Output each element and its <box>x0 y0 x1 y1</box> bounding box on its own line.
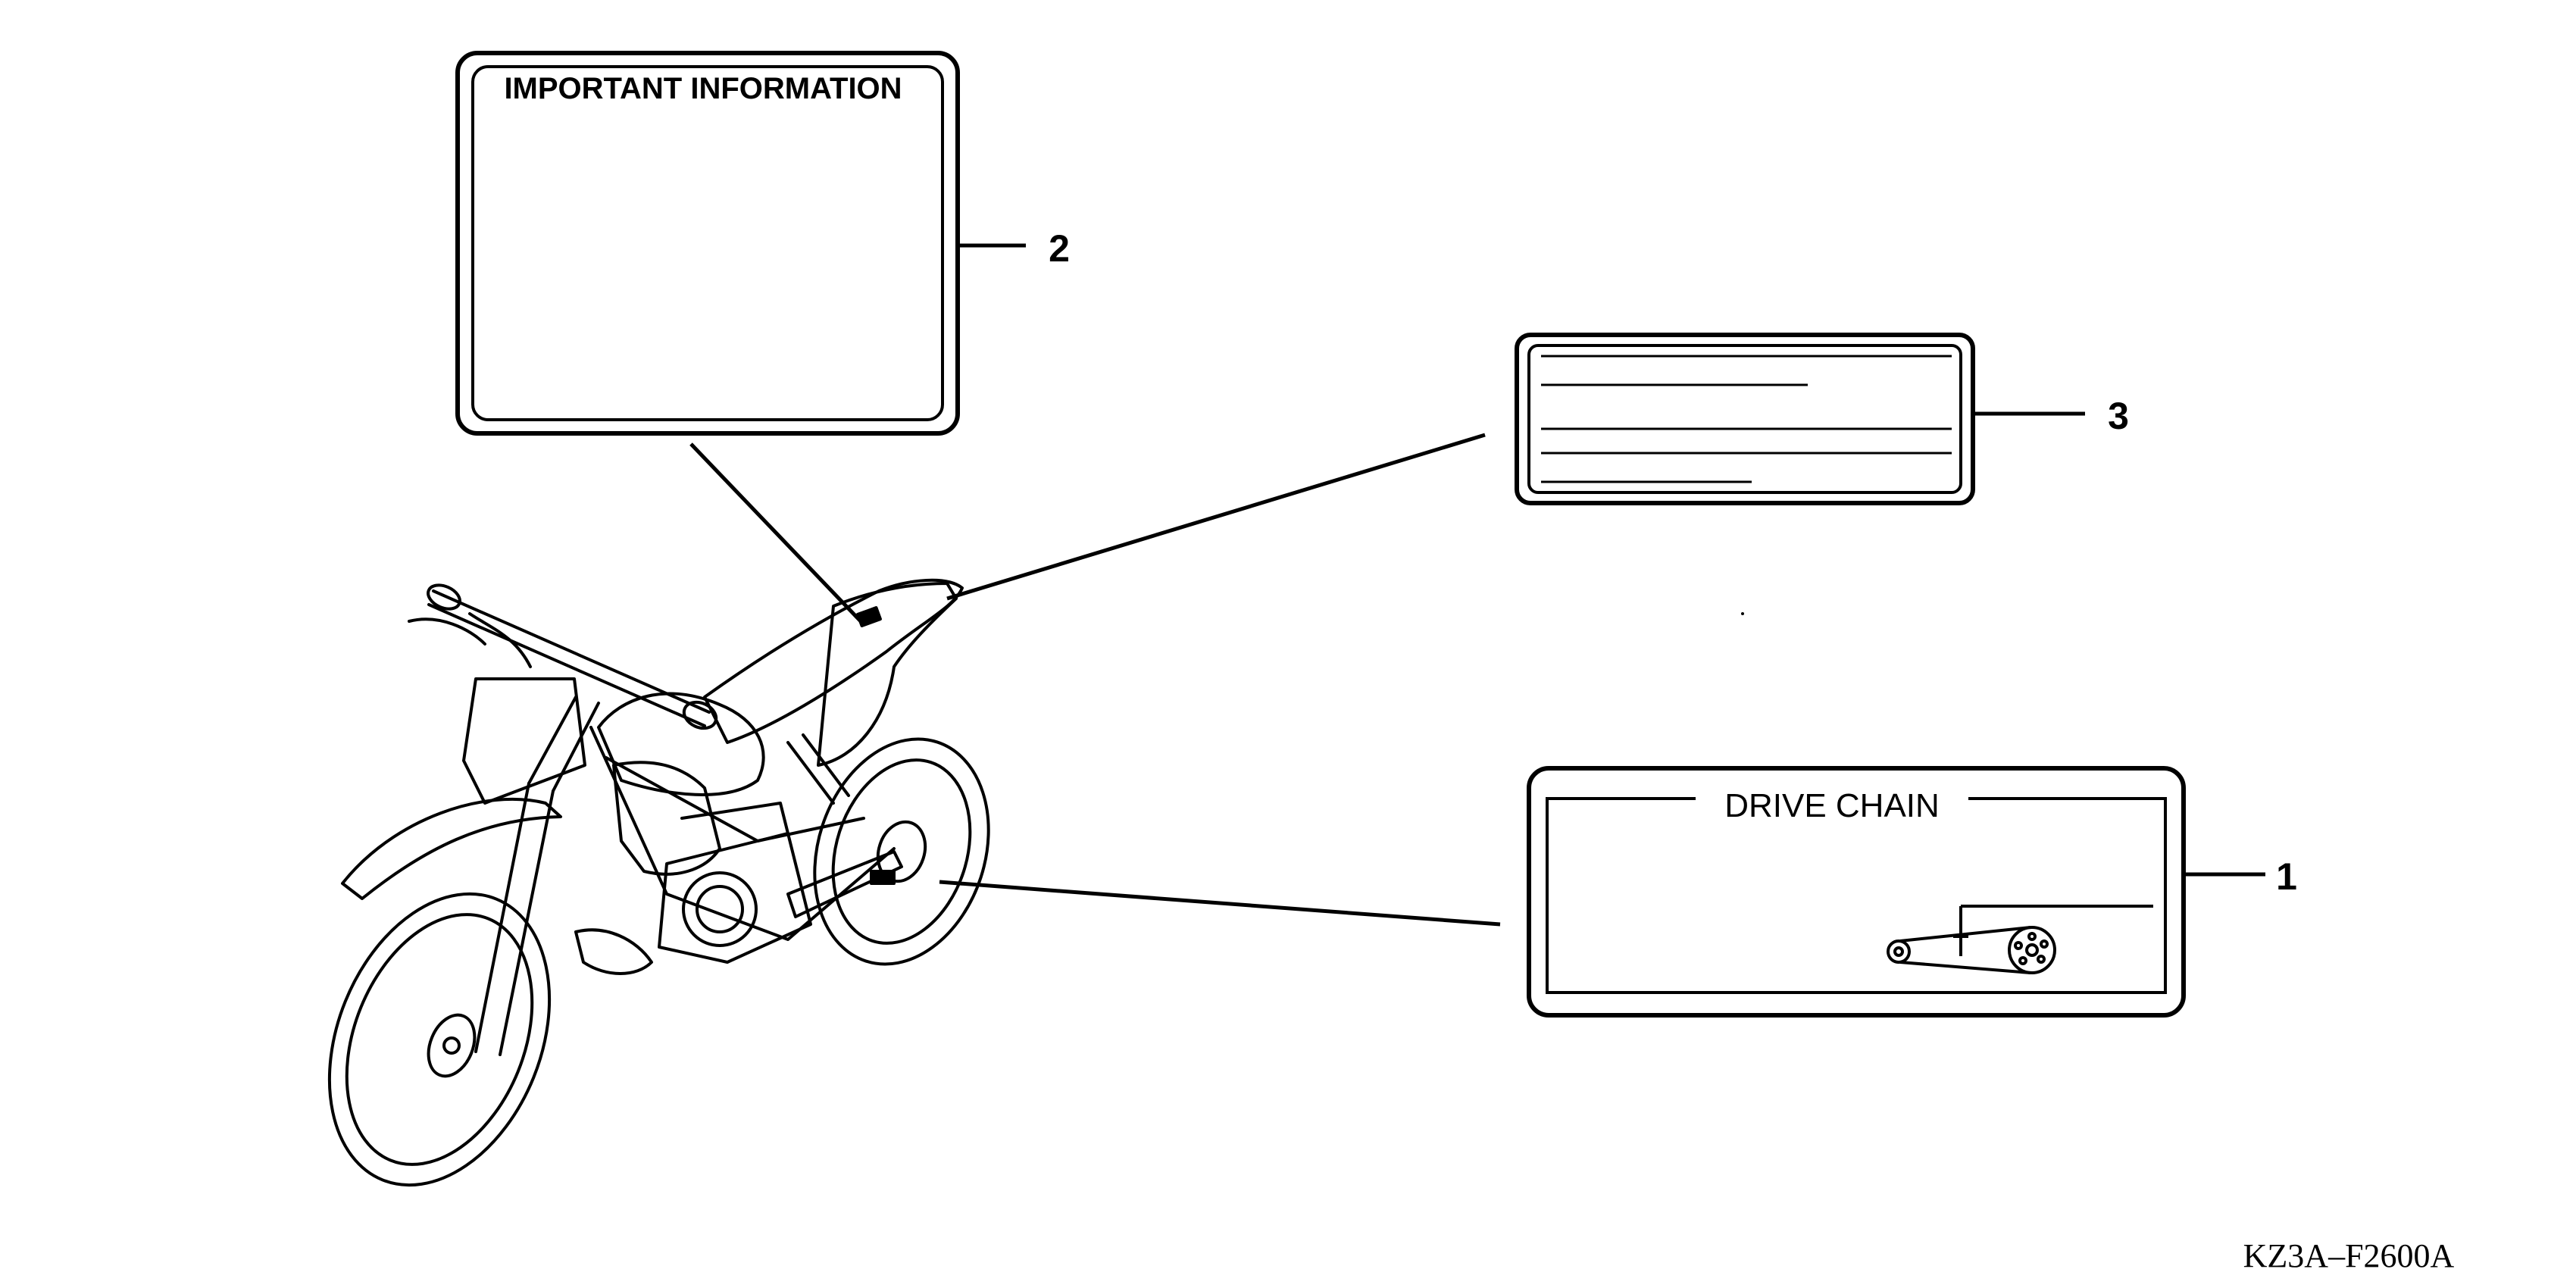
important-information-label[interactable]: IMPORTANT INFORMATION <box>455 51 960 436</box>
blank-caution-label[interactable] <box>1515 333 1975 505</box>
stray-dot <box>1741 612 1744 615</box>
callout-number-2: 2 <box>1049 227 1070 270</box>
leader-important-to-seat <box>689 442 862 623</box>
important-information-title: IMPORTANT INFORMATION <box>504 72 902 105</box>
leader-chain-to-swingarm <box>939 880 1501 927</box>
drive-chain-title: DRIVE CHAIN <box>1724 787 1940 824</box>
callout-number-3: 3 <box>2108 395 2129 437</box>
callout-number-1: 1 <box>2276 855 2297 898</box>
motorcycle-illustration <box>327 578 990 1187</box>
chain-adjust-icon <box>1887 905 2153 974</box>
diagram-code: KZ3A–F2600A <box>2243 1237 2455 1274</box>
leader-blank-to-fender <box>946 433 1486 601</box>
drive-chain-label[interactable]: DRIVE CHAIN <box>1527 766 2186 1018</box>
